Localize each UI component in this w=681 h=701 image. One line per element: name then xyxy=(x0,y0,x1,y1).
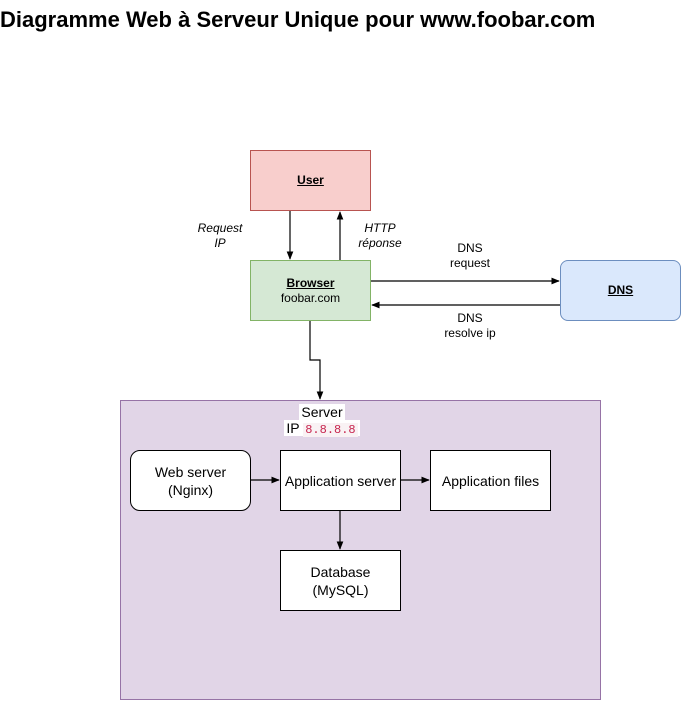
dns-label: DNS xyxy=(607,283,634,297)
database-node[interactable]: Database (MySQL) xyxy=(280,550,401,611)
database-sublabel: (MySQL) xyxy=(312,581,369,598)
database-label: Database xyxy=(310,563,371,580)
edge-label-http-reponse: HTTP réponse xyxy=(358,221,402,250)
app-server-node[interactable]: Application server xyxy=(280,450,401,511)
web-server-node[interactable]: Web server (Nginx) xyxy=(130,450,251,511)
browser-node[interactable]: Browser foobar.com xyxy=(250,260,371,321)
edge-label-request-ip: Request IP xyxy=(197,221,243,250)
edge-label-dns-request: DNS request xyxy=(449,241,491,270)
diagram-title: Diagramme Web à Serveur Unique pour www.… xyxy=(0,7,596,32)
web-server-label: Web server xyxy=(154,463,227,480)
dns-node[interactable]: DNS xyxy=(560,260,681,321)
app-files-node[interactable]: Application files xyxy=(430,450,551,511)
browser-label: Browser xyxy=(286,275,335,290)
browser-sublabel: foobar.com xyxy=(280,290,341,305)
edge-label-dns-resolve: DNS resolve ip xyxy=(444,311,496,340)
user-node[interactable]: User xyxy=(250,150,371,211)
app-files-label: Application files xyxy=(441,472,540,489)
web-server-sublabel: (Nginx) xyxy=(167,481,214,498)
server-label: Server IP 8.8.8.8 xyxy=(282,404,362,438)
user-label: User xyxy=(297,173,324,187)
app-server-label: Application server xyxy=(284,472,397,489)
arrow-browser-to-server xyxy=(309,321,324,400)
server-name: Server xyxy=(299,404,345,420)
server-ip: 8.8.8.8 xyxy=(303,423,358,437)
server-ip-prefix: IP xyxy=(286,420,300,436)
